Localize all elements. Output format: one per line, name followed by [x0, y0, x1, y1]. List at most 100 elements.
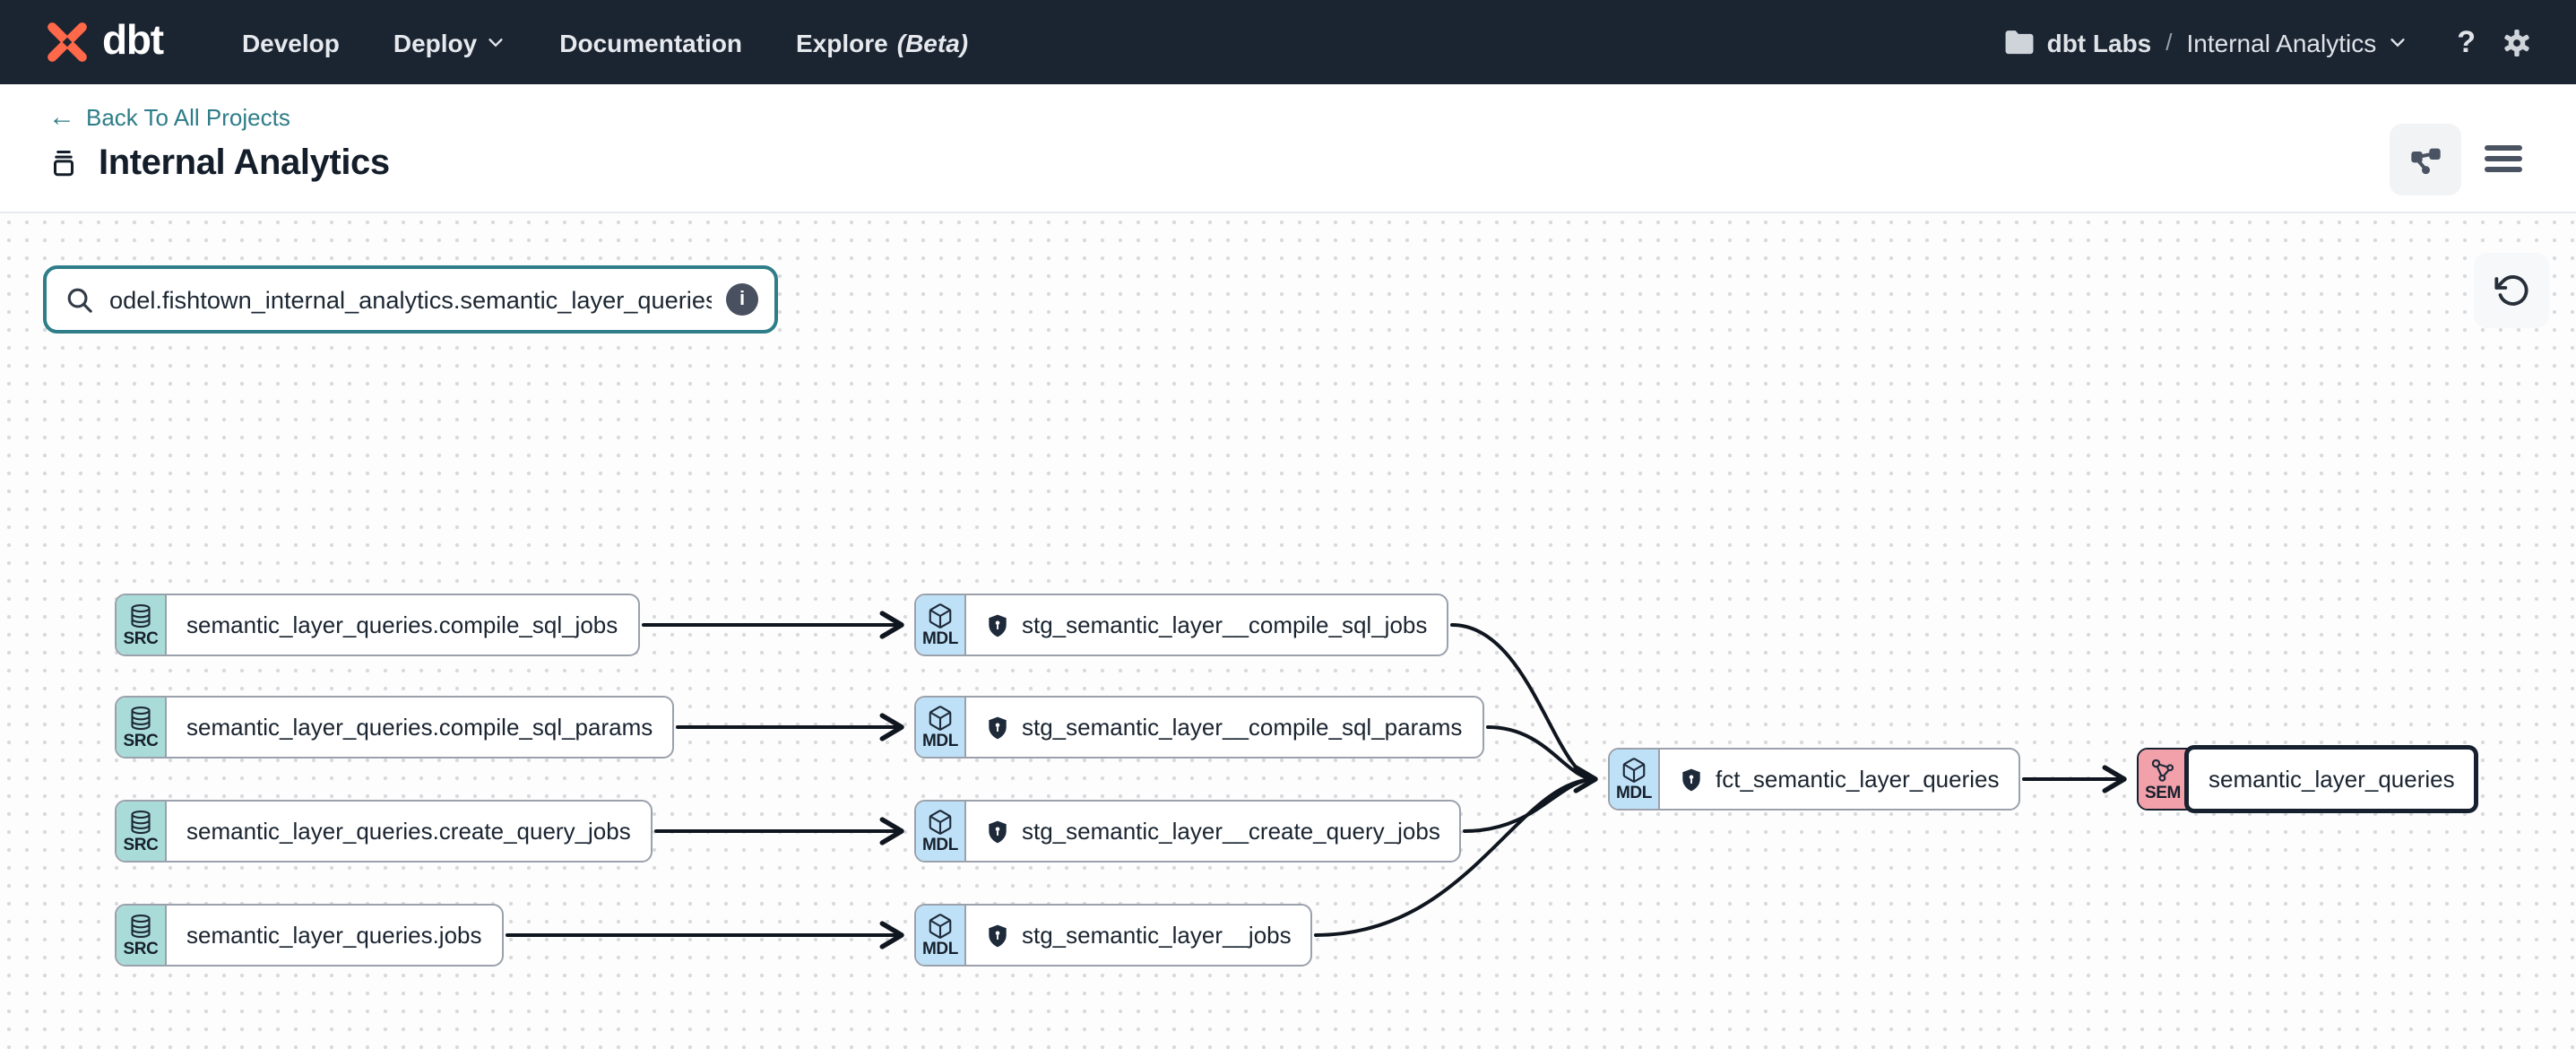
node-label: stg_semantic_layer__create_query_jobs — [1022, 818, 1440, 845]
help-button[interactable]: ? — [2457, 24, 2476, 58]
node-type-badge: MDL — [916, 698, 966, 757]
back-link[interactable]: ← Back To All Projects — [48, 102, 290, 133]
node-type-badge: SEM — [2139, 750, 2189, 809]
node-type-label: MDL — [922, 629, 958, 649]
back-arrow-icon: ← — [48, 102, 75, 133]
node-type-label: MDL — [922, 835, 958, 855]
node-body: semantic_layer_queries.create_query_jobs — [167, 802, 651, 861]
lineage-node-stg_jobs[interactable]: MDL stg_semantic_layer__jobs — [914, 904, 1313, 967]
hamburger-icon — [2485, 145, 2522, 151]
lineage-node-stg_compile_sql_params[interactable]: MDL stg_semantic_layer__compile_sql_param… — [914, 696, 1484, 759]
node-body: stg_semantic_layer__create_query_jobs — [966, 802, 1460, 861]
cube-icon — [929, 913, 952, 939]
nav-menu: Develop Deploy Documentation Explore (Be… — [242, 28, 968, 56]
lineage-node-src_jobs[interactable]: SRC semantic_layer_queries.jobs — [115, 904, 504, 967]
node-body: semantic_layer_queries.compile_sql_param… — [167, 698, 672, 757]
shield-icon — [989, 715, 1007, 739]
lineage-node-semantic_layer_queries[interactable]: SEM semantic_layer_queries — [2137, 748, 2477, 811]
org-name[interactable]: dbt Labs — [2046, 28, 2152, 56]
nav-item-documentation[interactable]: Documentation — [559, 28, 743, 56]
lineage-node-fct_semantic_layer_queries[interactable]: MDL fct_semantic_layer_queries — [1608, 748, 2021, 811]
model-search-box: i — [43, 265, 778, 334]
gear-icon — [2504, 29, 2529, 56]
node-type-label: SRC — [123, 629, 159, 649]
node-label: semantic_layer_queries — [2209, 766, 2455, 793]
nav-item-explore[interactable]: Explore (Beta) — [796, 28, 969, 56]
lineage-node-src_create_query_jobs[interactable]: SRC semantic_layer_queries.create_query_j… — [115, 800, 653, 863]
lineage-node-src_compile_sql_params[interactable]: SRC semantic_layer_queries.compile_sql_pa… — [115, 696, 675, 759]
node-label: semantic_layer_queries.compile_sql_param… — [186, 714, 653, 741]
node-type-label: SEM — [2145, 783, 2181, 803]
lineage-edge — [1486, 725, 1597, 781]
cube-icon — [929, 705, 952, 731]
node-body: fct_semantic_layer_queries — [1660, 750, 2019, 809]
nav-item-deploy[interactable]: Deploy — [393, 28, 506, 56]
account-breadcrumb: dbt Labs / Internal Analytics ? — [2004, 24, 2533, 60]
page-header: ← Back To All Projects Internal Analytic… — [0, 84, 2576, 213]
node-label: stg_semantic_layer__compile_sql_jobs — [1022, 611, 1428, 638]
info-icon[interactable]: i — [726, 283, 758, 316]
node-body: semantic_layer_queries.compile_sql_jobs — [167, 595, 637, 655]
search-input[interactable] — [109, 286, 712, 313]
list-view-button[interactable] — [2485, 138, 2522, 179]
node-body: stg_semantic_layer__jobs — [966, 906, 1311, 965]
project-selector[interactable]: Internal Analytics — [2186, 28, 2377, 56]
breadcrumb-separator: / — [2165, 29, 2173, 56]
dbt-logo[interactable]: dbt — [43, 16, 164, 66]
database-icon — [131, 706, 151, 730]
node-label: semantic_layer_queries.create_query_jobs — [186, 818, 631, 845]
chevron-down-icon — [488, 39, 503, 48]
node-type-badge: SRC — [117, 698, 167, 757]
node-type-badge: SRC — [117, 802, 167, 861]
cube-icon — [1622, 757, 1646, 783]
database-icon — [131, 603, 151, 628]
node-body: semantic_layer_queries — [2189, 750, 2475, 809]
node-type-label: MDL — [922, 939, 958, 959]
node-type-label: SRC — [123, 835, 159, 855]
nav-item-develop[interactable]: Develop — [241, 28, 340, 56]
lineage-icon — [2411, 148, 2441, 175]
lineage-node-stg_create_query_jobs[interactable]: MDL stg_semantic_layer__create_query_jobs — [914, 800, 1462, 863]
node-label: fct_semantic_layer_queries — [1716, 766, 2000, 793]
node-type-badge: SRC — [117, 906, 167, 965]
node-type-label: MDL — [922, 731, 958, 751]
lineage-view-button[interactable] — [2390, 124, 2461, 195]
node-label: semantic_layer_queries.compile_sql_jobs — [186, 611, 618, 638]
lineage-node-src_compile_sql_jobs[interactable]: SRC semantic_layer_queries.compile_sql_jo… — [115, 594, 640, 656]
node-type-badge: MDL — [1610, 750, 1660, 809]
beta-tag: (Beta) — [896, 28, 969, 56]
cube-icon — [929, 809, 952, 835]
semantic-icon — [2151, 759, 2174, 782]
shield-icon — [989, 923, 1007, 947]
lineage-edge — [1463, 777, 1597, 833]
node-label: semantic_layer_queries.jobs — [186, 922, 482, 949]
lineage-node-stg_compile_sql_jobs[interactable]: MDL stg_semantic_layer__compile_sql_jobs — [914, 594, 1449, 656]
brand-name: dbt — [102, 16, 164, 63]
node-label: stg_semantic_layer__compile_sql_params — [1022, 714, 1463, 741]
node-type-label: SRC — [123, 731, 159, 751]
node-body: stg_semantic_layer__compile_sql_jobs — [966, 595, 1447, 655]
settings-button[interactable] — [2501, 26, 2533, 58]
node-type-badge: SRC — [117, 595, 167, 655]
reset-view-button[interactable] — [2474, 253, 2549, 328]
chevron-down-icon[interactable] — [2387, 32, 2407, 52]
title-row: Internal Analytics — [47, 143, 390, 185]
lineage-canvas[interactable]: i SRC semantic_layer_queries.compile_sql_… — [0, 213, 2576, 1049]
shield-icon — [989, 819, 1007, 843]
database-icon — [131, 914, 151, 938]
node-type-badge: MDL — [916, 906, 966, 965]
dbt-logo-icon — [48, 22, 87, 62]
folder-icon — [2005, 30, 2034, 55]
project-icon — [53, 151, 74, 177]
node-type-label: MDL — [1616, 783, 1652, 803]
cube-icon — [929, 603, 952, 629]
top-nav: dbt Develop Deploy Documentation Explore… — [0, 0, 2576, 84]
hamburger-icon — [2485, 156, 2522, 161]
node-label: stg_semantic_layer__jobs — [1022, 922, 1292, 949]
rotate-ccw-icon — [2494, 275, 2528, 306]
search-icon — [67, 287, 92, 312]
node-type-badge: MDL — [916, 802, 966, 861]
node-type-badge: MDL — [916, 595, 966, 655]
node-type-label: SRC — [123, 939, 159, 959]
